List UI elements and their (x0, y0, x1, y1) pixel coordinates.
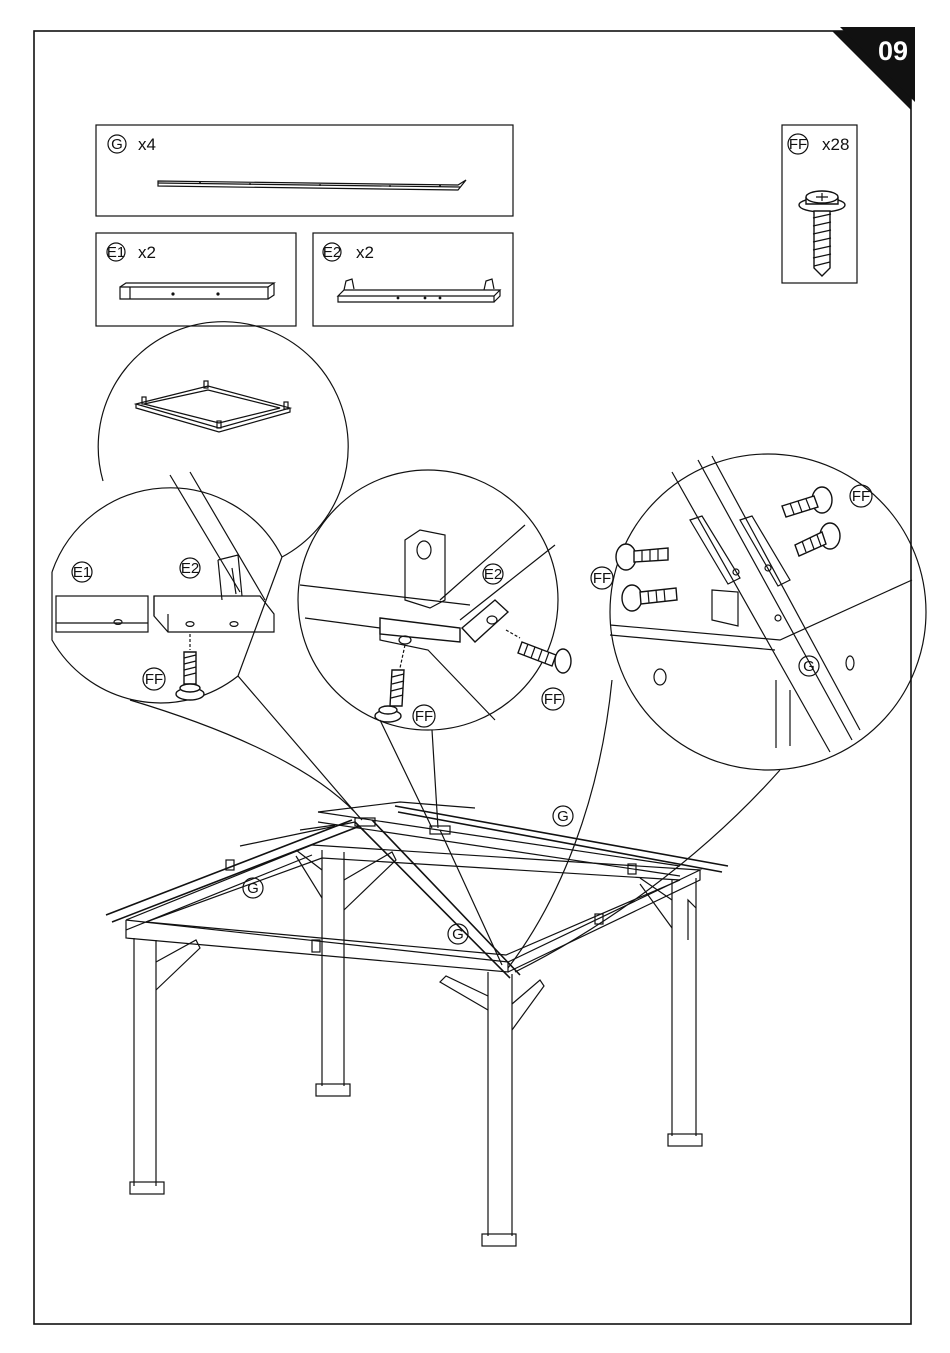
screw-ff-rafter-4 (622, 585, 677, 611)
beam-e1-drawing (120, 283, 274, 299)
frame-g-center-label: G (452, 926, 464, 943)
screw-ff-rafter-3 (616, 544, 668, 570)
screw-ff-corner-side (518, 642, 571, 673)
part-box-e1: E1 x2 (96, 233, 296, 326)
detail-circle-rafter: FF FF G (508, 454, 926, 972)
screw-ff-rafter-1 (782, 487, 832, 517)
part-g-qty: x4 (138, 135, 156, 154)
joint-e2-label: E2 (181, 560, 199, 577)
step-badge: 09 (832, 27, 915, 110)
part-e1-id: E1 (107, 244, 125, 261)
part-ff-qty: x28 (822, 135, 849, 154)
frame-g-right-label: G (557, 808, 569, 825)
corner-e2-label: E2 (484, 566, 502, 583)
corner-ff-side-label: FF (544, 691, 562, 708)
screw-ff-drawing (799, 191, 845, 276)
part-e2-qty: x2 (356, 243, 374, 262)
part-box-g: G x4 (96, 125, 513, 216)
frame-g-left-label: G (247, 880, 259, 897)
part-box-e2: E2 x2 (313, 233, 513, 326)
joint-e1-label: E1 (73, 564, 91, 581)
page-border (34, 31, 911, 1324)
step-number: 09 (878, 36, 908, 66)
beam-e2-drawing (338, 279, 500, 302)
part-g-id: G (111, 136, 123, 153)
detail-circle-e1-e2: E1 E2 FF (52, 472, 362, 820)
part-e1-qty: x2 (138, 243, 156, 262)
screw-ff-joint-a (176, 652, 204, 700)
rafter-g-drawing (158, 180, 466, 190)
part-e2-id: E2 (323, 244, 341, 261)
overview-frame-circle (98, 322, 348, 557)
detail-circle-corner: E2 FF FF (298, 470, 571, 828)
joint-ff-label: FF (145, 671, 163, 688)
rafter-g-label: G (803, 658, 815, 675)
top-frame-drawing (136, 381, 290, 432)
corner-ff-bottom-label: FF (415, 708, 433, 725)
part-box-ff: FF x28 (782, 125, 857, 283)
screw-ff-corner-bottom (375, 670, 404, 722)
part-ff-id: FF (789, 136, 807, 153)
rafter-ff-top-label: FF (852, 488, 870, 505)
rafter-ff-left-label: FF (593, 570, 611, 587)
gazebo-assembly: G G G (106, 802, 728, 1246)
screw-ff-rafter-2 (795, 523, 840, 556)
